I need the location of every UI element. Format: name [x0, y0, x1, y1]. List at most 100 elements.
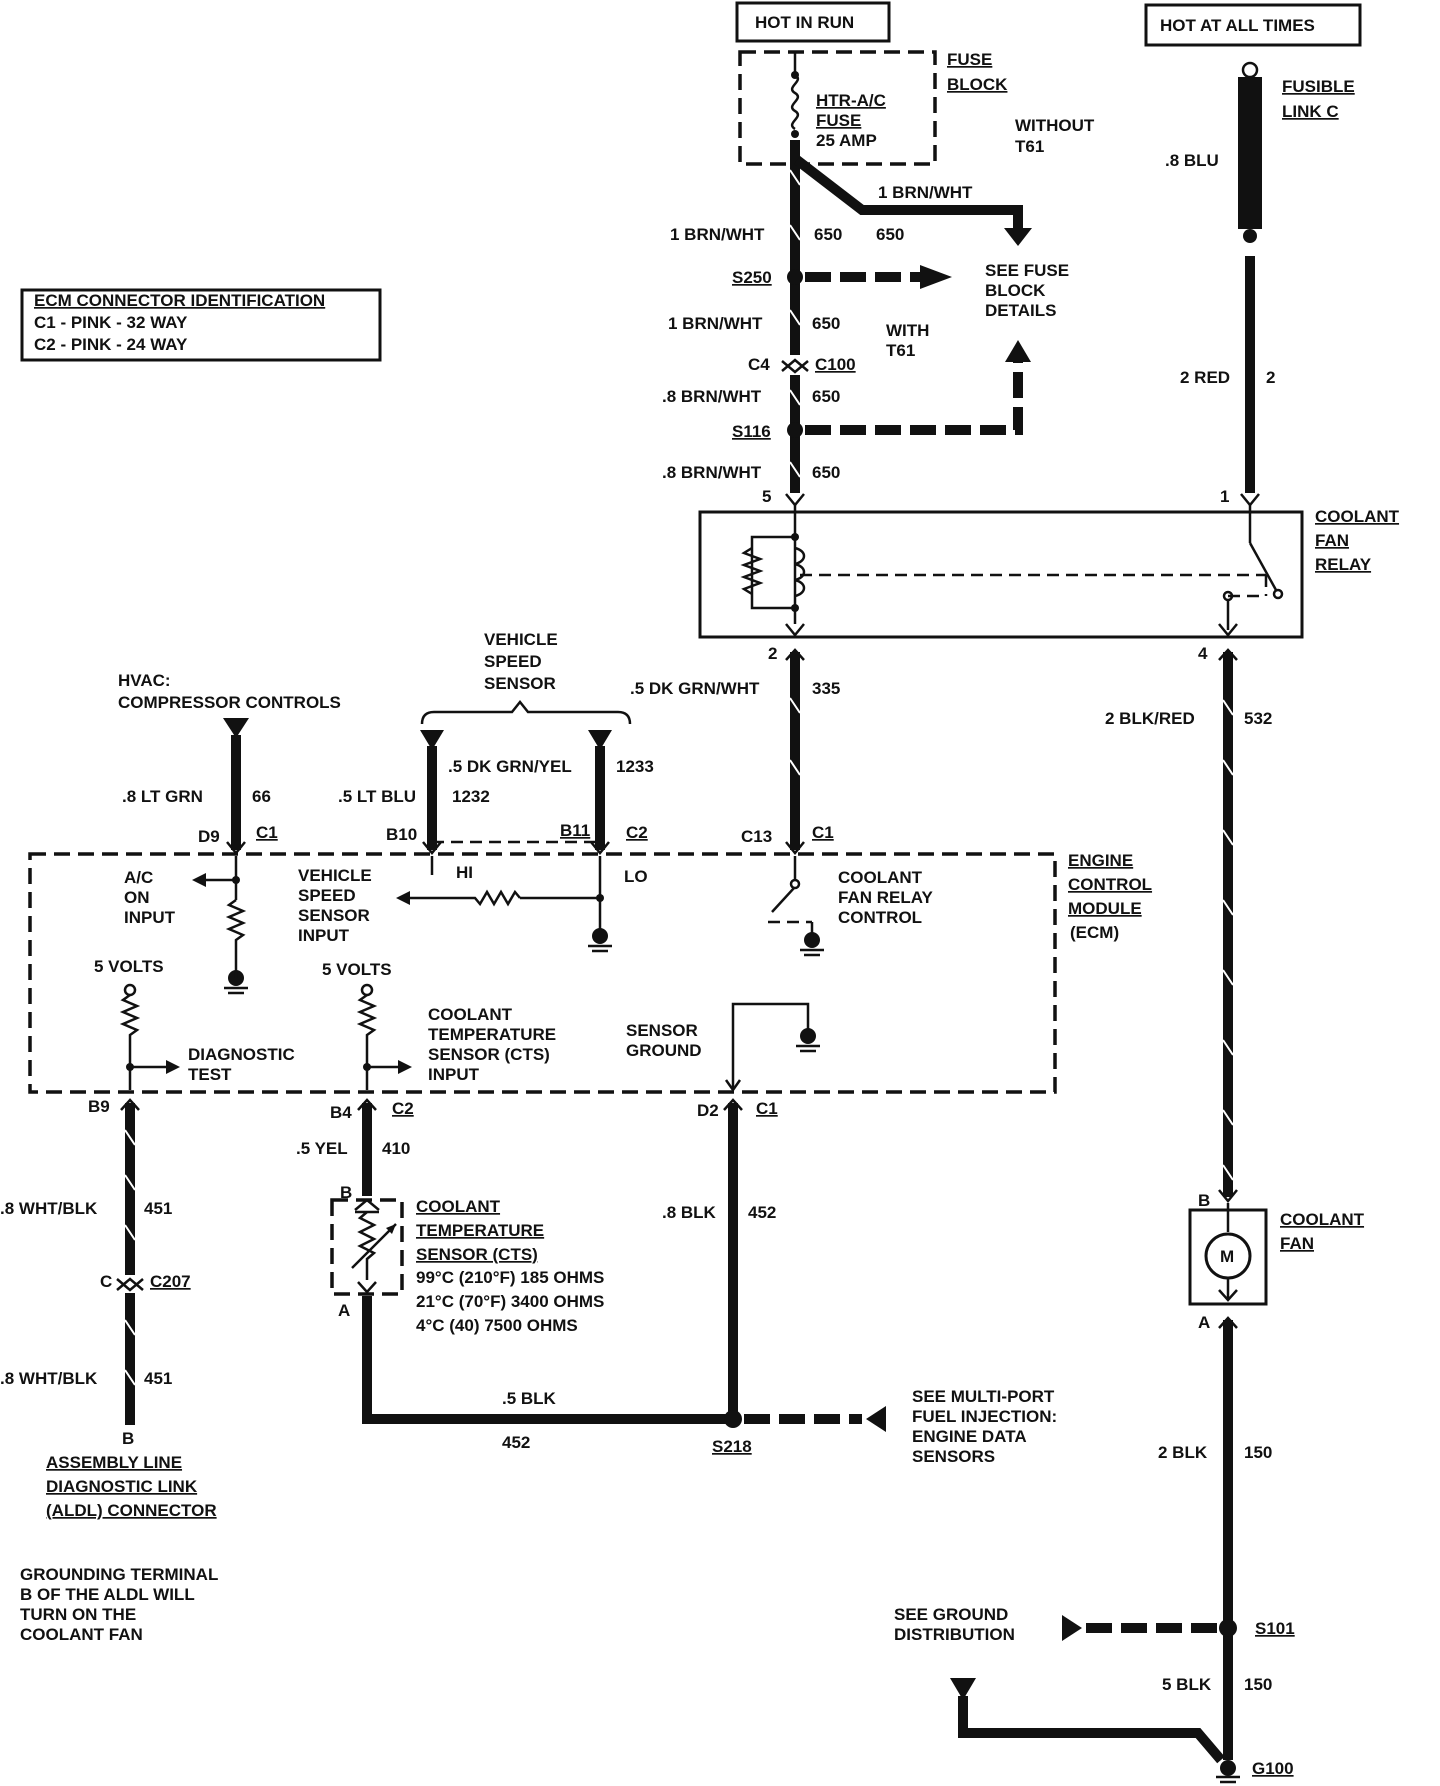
fan-pin-a-label: A	[1198, 1313, 1210, 1332]
connector-c207-label: C207	[150, 1272, 191, 1291]
splice-s218-label: S218	[712, 1437, 752, 1456]
splice-s116	[787, 422, 803, 438]
wire-452-h-color: .5 BLK	[502, 1389, 557, 1408]
ecm-sensor-ground-label-2: GROUND	[626, 1041, 702, 1060]
wire-451-a-circuit: 451	[144, 1199, 172, 1218]
circuit-452	[362, 1098, 886, 1432]
ecm-label-2: CONTROL	[1068, 875, 1152, 894]
mpfi-label-4: SENSORS	[912, 1447, 995, 1466]
wire-1232-circuit: 1232	[452, 787, 490, 806]
connector-c207-pin: C	[100, 1272, 112, 1291]
ecm-connector-id-title: ECM CONNECTOR IDENTIFICATION	[34, 291, 325, 310]
htr-ac-fuse-label-2: FUSE	[816, 111, 861, 130]
connector-d2-conn: C1	[756, 1099, 778, 1118]
wire-66-circuit: 66	[252, 787, 271, 806]
splice-s116-label: S116	[732, 422, 771, 441]
ecm-connector-id-c2: C2 - PINK - 24 WAY	[34, 335, 188, 354]
fan-pin-b-label: B	[1198, 1191, 1210, 1210]
ground-distribution-label: SEE GROUND	[894, 1605, 1008, 1624]
wire-532-circuit: 532	[1244, 709, 1272, 728]
wire-650-a-color: 1 BRN/WHT	[670, 225, 765, 244]
htr-ac-fuse-amp: 25 AMP	[816, 131, 877, 150]
coolant-fan: M B A COOLANT FAN	[1188, 1191, 1365, 1332]
wire-335-color: .5 DK GRN/WHT	[630, 679, 760, 698]
connector-b10-label: B10	[386, 825, 417, 844]
splice-s218	[724, 1410, 742, 1428]
wire-410-color: .5 YEL	[296, 1139, 348, 1158]
fuse-icon	[790, 73, 800, 131]
ecm-vss-input-label-2: SPEED	[298, 886, 356, 905]
ecm-connector-identification: ECM CONNECTOR IDENTIFICATION C1 - PINK -…	[20, 288, 382, 362]
connector-c4-label: C4	[748, 355, 770, 374]
ecm-cts-input-label-2: TEMPERATURE	[428, 1025, 556, 1044]
with-t61-label-2: T61	[886, 341, 915, 360]
ecm-cts-input-label-3: SENSOR (CTS)	[428, 1045, 550, 1064]
wire-66-color: .8 LT GRN	[122, 787, 203, 806]
mpfi-label-2: FUEL INJECTION:	[912, 1407, 1057, 1426]
circuit-1233	[588, 730, 612, 855]
aldl-pin-b-label: B	[122, 1429, 134, 1448]
wire-650-a-circuit: 650	[814, 225, 842, 244]
circuit-451	[116, 1098, 144, 1425]
wire-1233-circuit: 1233	[616, 757, 654, 776]
ecm-cts-input-label-4: INPUT	[428, 1065, 480, 1084]
wire-1232-color: .5 LT BLU	[338, 787, 416, 806]
ac-input-resistor-icon	[225, 898, 247, 960]
ac-input-arrow-icon	[192, 873, 206, 887]
relay-pin-2-label: 2	[768, 644, 777, 663]
fuse-block-details-label: SEE FUSE	[985, 261, 1069, 280]
aldl-connector-label: ASSEMBLY LINE	[46, 1453, 182, 1472]
relay-pin-4-label: 4	[1198, 644, 1208, 663]
wire-532-color: 2 BLK/RED	[1105, 709, 1195, 728]
wire-650-c-circuit: 650	[812, 387, 840, 406]
hvac-label-2: COMPRESSOR CONTROLS	[118, 693, 341, 712]
splice-s101-label: S101	[1255, 1619, 1295, 1638]
vss-label-3: SENSOR	[484, 674, 556, 693]
ecm-vss-input-label-4: INPUT	[298, 926, 350, 945]
cts-spec-3: 4°C (40) 7500 OHMS	[416, 1316, 578, 1335]
without-t61-label-2: T61	[1015, 137, 1044, 156]
ground-g100	[1220, 1760, 1236, 1776]
circuit-335	[785, 648, 805, 855]
relay-label-3: RELAY	[1315, 555, 1372, 574]
coolant-fan-label: COOLANT	[1280, 1210, 1365, 1229]
mpfi-label: SEE MULTI-PORT	[912, 1387, 1055, 1406]
fusible-link-icon	[1238, 77, 1262, 229]
fuse-block-details-label-3: DETAILS	[985, 301, 1056, 320]
hvac-label: HVAC:	[118, 671, 171, 690]
connector-c13-conn: C1	[812, 823, 834, 842]
aldl-note-2: B OF THE ALDL WILL	[20, 1585, 195, 1604]
ecm-vss-input-label-3: SENSOR	[298, 906, 370, 925]
vss-bracket	[420, 699, 632, 725]
diag-test-resistor-icon	[119, 993, 141, 1090]
aldl-connector-label-3: (ALDL) CONNECTOR	[46, 1501, 217, 1520]
cts-input-resistor-icon	[356, 993, 378, 1090]
ecm-vss-lo-label: LO	[624, 867, 648, 886]
wire-650-d-color: .8 BRN/WHT	[662, 463, 762, 482]
coolant-fan-relay: COOLANT FAN RELAY	[698, 493, 1400, 639]
ecm-diag-test-label: DIAGNOSTIC	[188, 1045, 295, 1064]
wire-335-circuit: 335	[812, 679, 840, 698]
ecm-five-volts-a: 5 VOLTS	[94, 957, 164, 976]
splice-s250-label: S250	[732, 268, 772, 287]
splice-s101	[1219, 1619, 1237, 1637]
coolant-temperature-sensor: B A COOLANT TEMPERATURE SENSOR (CTS) 99°…	[330, 1183, 604, 1335]
wire-650-d-circuit: 650	[812, 463, 840, 482]
without-t61-label: WITHOUT	[1015, 116, 1095, 135]
wire-451-b-color: .8 WHT/BLK	[0, 1369, 98, 1388]
fuse-block-label: FUSE	[947, 50, 992, 69]
connector-d9-label: D9	[198, 827, 220, 846]
wire-150-b-color: 5 BLK	[1162, 1675, 1212, 1694]
wire-451-a-color: .8 WHT/BLK	[0, 1199, 98, 1218]
ground-distribution-label-2: DISTRIBUTION	[894, 1625, 1015, 1644]
relay-pin-5-label: 5	[762, 487, 771, 506]
relay-pin-1-label: 1	[1220, 487, 1229, 506]
connector-d2-label: D2	[697, 1101, 719, 1120]
ecm-ac-input-label-2: ON	[124, 888, 150, 907]
fuse-block-label-2: BLOCK	[947, 75, 1008, 94]
circuit-66	[223, 718, 249, 855]
ground-source-arrow-icon	[950, 1678, 976, 1700]
circuit-410	[357, 1098, 377, 1196]
wire-650-branch-color: 1 BRN/WHT	[878, 183, 973, 202]
htr-ac-fuse-label: HTR-A/C	[816, 91, 886, 110]
